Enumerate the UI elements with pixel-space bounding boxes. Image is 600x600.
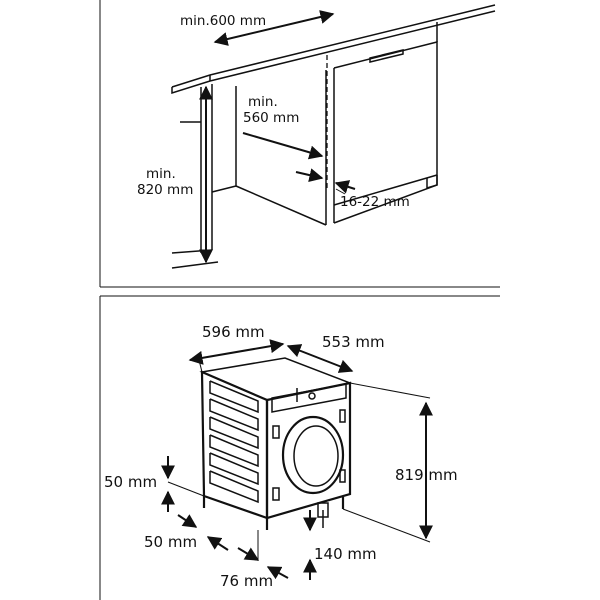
foot-front-arrow-b xyxy=(206,536,229,551)
appliance-depth-label: 553 mm xyxy=(322,333,385,351)
ext-foot-line xyxy=(167,481,205,497)
niche-depth-label-line2: 560 mm xyxy=(243,110,299,126)
ext-top-left xyxy=(198,359,203,373)
foot-front-label: 50 mm xyxy=(144,533,197,551)
left-cabinet-edge xyxy=(171,84,219,269)
foot-depth-label: 76 mm xyxy=(220,572,273,590)
niche-depth-label-line1: min. xyxy=(248,94,278,110)
niche-depth-arrow xyxy=(242,132,324,160)
foot-side-label: 50 mm xyxy=(104,473,157,491)
niche-back-wall xyxy=(211,86,327,226)
appliance-depth-arrow xyxy=(286,344,354,373)
gap-label: 16-22 mm xyxy=(340,194,410,210)
ext-bottom-right xyxy=(342,508,431,543)
program-knob-icon xyxy=(308,392,316,400)
niche-width-arrow xyxy=(213,10,335,46)
door-hinge-icon xyxy=(272,487,280,501)
cabinet-handle xyxy=(369,49,404,63)
foot-front-arrow-a xyxy=(177,514,198,528)
washing-machine xyxy=(199,357,353,530)
door-glass xyxy=(293,425,339,487)
side-ribs xyxy=(209,380,259,504)
gap-arrow-left xyxy=(295,168,324,182)
foot-depth-arrow-b xyxy=(266,566,289,580)
countertop xyxy=(171,4,496,95)
ext-top-right xyxy=(349,382,431,399)
foot-depth-arrow-a xyxy=(237,547,260,561)
niche-width-label: min.600 mm xyxy=(180,13,266,29)
niche-panel: min.600 mm min. 560 mm min. 820 mm 16-22… xyxy=(99,0,500,288)
appliance-width-label: 596 mm xyxy=(202,323,265,341)
appliance-panel: 596 mm 553 mm 819 mm 50 mm 50 mm 76 mm 1… xyxy=(99,295,500,600)
door-porthole xyxy=(281,415,345,495)
gap-label-leader xyxy=(335,188,346,195)
door-hinge-icon xyxy=(272,425,280,439)
niche-height-label-line2: 820 mm xyxy=(137,182,193,198)
right-cabinet xyxy=(325,22,438,225)
lock-icon xyxy=(339,409,346,423)
niche-height-label-line1: min. xyxy=(146,166,176,182)
latch-icon xyxy=(339,469,346,483)
gap-arrow-right xyxy=(334,180,356,194)
foot-height-label: 140 mm xyxy=(314,545,377,563)
appliance-height-label: 819 mm xyxy=(395,466,458,484)
appliance-width-arrow xyxy=(188,339,285,365)
